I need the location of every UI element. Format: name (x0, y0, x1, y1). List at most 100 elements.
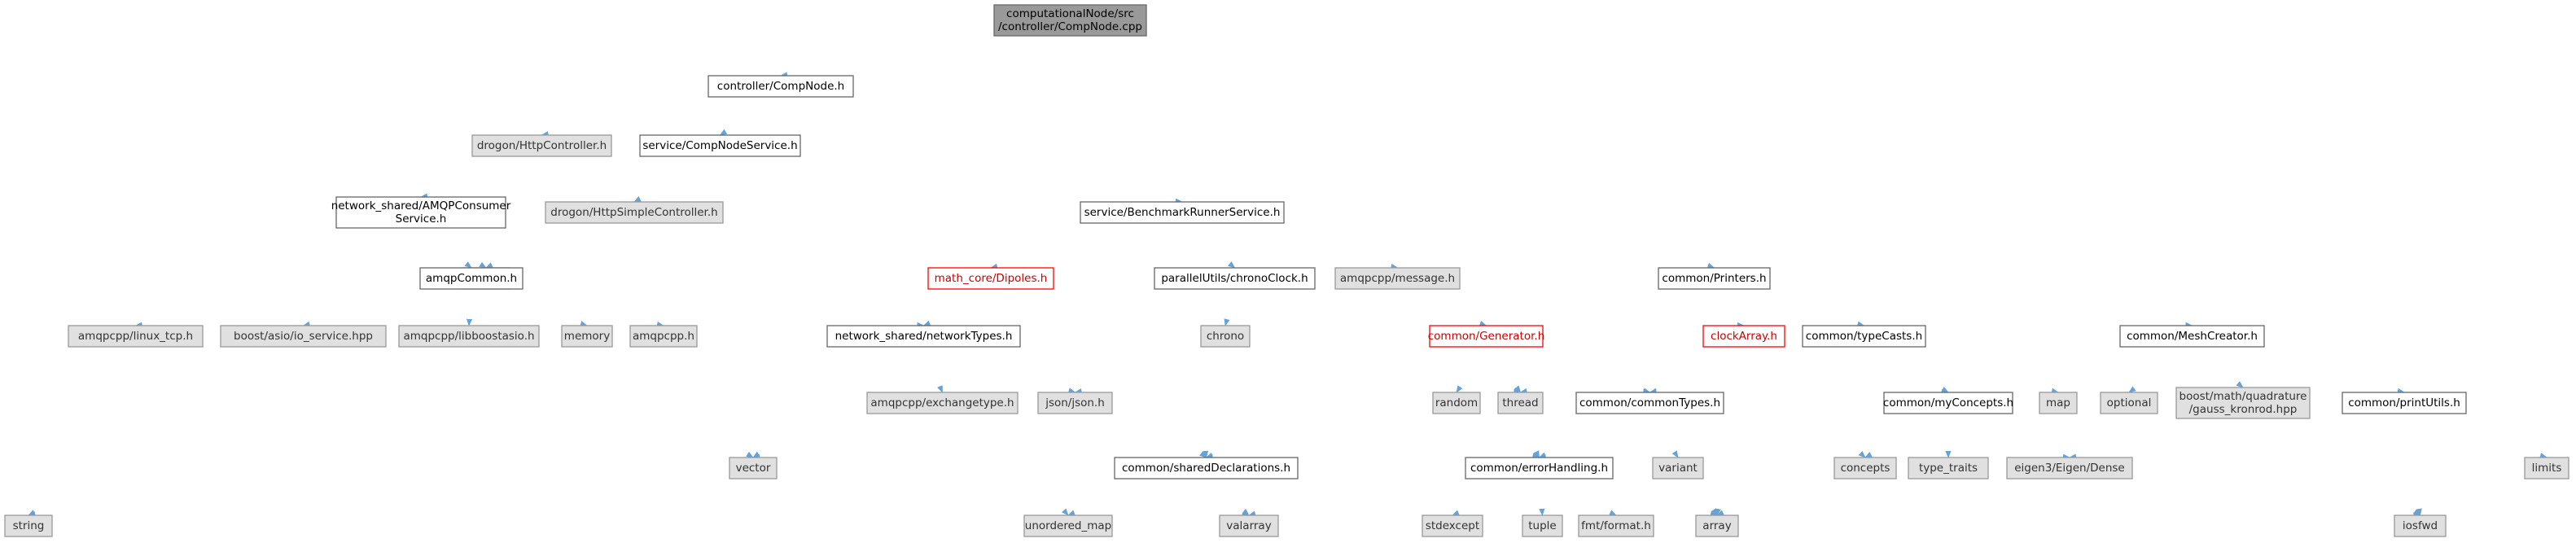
node-box (1497, 392, 1544, 414)
node-clockarray-h[interactable]: clockArray.h (1702, 325, 1785, 348)
node-amqpcommon-h[interactable]: amqpCommon.h (419, 267, 524, 290)
node-service-compnodeservice-h[interactable]: service/CompNodeService.h (639, 134, 801, 157)
node-network-shared-networktypes-h[interactable]: network_shared/networkTypes.h (826, 325, 1021, 348)
node-concepts[interactable]: concepts (1833, 457, 1897, 480)
node-label: common/myConcepts.h (1883, 396, 2013, 409)
node-chrono[interactable]: chrono (1200, 325, 1251, 348)
node-label: parallelUtils/chronoClock.h (1161, 272, 1308, 285)
node-json-json-h[interactable]: json/json.h (1037, 392, 1113, 414)
node-limits[interactable]: limits (2524, 457, 2569, 480)
node-boost-asio-io-service-hpp[interactable]: boost/asio/io_service.hpp (220, 325, 387, 348)
edge-networktypes-to-json (1067, 388, 1076, 394)
node-iosfwd[interactable]: iosfwd (2394, 515, 2447, 537)
node-controller-compnode-h[interactable]: controller/CompNode.h (708, 75, 854, 98)
edge-benchmark-to-printers (1707, 264, 1715, 270)
node-label: json/json.h (1045, 396, 1105, 409)
edge-root-to-printers (1706, 262, 1715, 269)
edge-compnode_h-to-drogon_http (541, 131, 550, 138)
node-label: map (2046, 396, 2070, 409)
node-label: drogon/HttpSimpleController.h (550, 206, 717, 219)
node-label: common/commonTypes.h (1579, 396, 1720, 409)
node-box (2100, 392, 2158, 414)
node-common-generator-h[interactable]: common/Generator.h (1428, 325, 1545, 348)
edge-amqpcommon-to-amqpcpp (656, 321, 664, 328)
edge-compnodeservice-to-drogon_simple (633, 196, 642, 203)
edge-amqpcommon-to-linux_tcp (134, 322, 142, 328)
node-label: network_shared/networkTypes.h (835, 330, 1013, 343)
node-box (866, 392, 1019, 414)
node-box (1334, 267, 1461, 290)
node-random[interactable]: random (1432, 392, 1481, 414)
edge-meshcreator-to-printutils (2397, 388, 2405, 394)
node-amqpcpp-libboostasio-h[interactable]: amqpcpp/libboostasio.h (398, 325, 540, 348)
node-common-shareddeclarations-h[interactable]: common/sharedDeclarations.h (1114, 457, 1299, 480)
node-variant[interactable]: variant (1652, 457, 1704, 480)
node-unordered-map[interactable]: unordered_map (1023, 515, 1113, 537)
node-computationalnode-src-controller-compnode-cpp[interactable]: computationalNode/src/controller/CompNod… (993, 4, 1147, 37)
edge-printers-to-json (1074, 388, 1083, 395)
node-box (2342, 392, 2467, 414)
edge-printutils-to-limits (2539, 453, 2548, 459)
node-box (1154, 267, 1316, 290)
node-amqpcpp-h[interactable]: amqpcpp.h (629, 325, 698, 348)
node-valarray[interactable]: valarray (1219, 515, 1279, 537)
node-label: boost/asio/io_service.hpp (234, 330, 373, 343)
node-box (1833, 457, 1897, 480)
node-common-errorhandling-h[interactable]: common/errorHandling.h (1465, 457, 1614, 480)
node-common-typecasts-h[interactable]: common/typeCasts.h (1802, 325, 1926, 348)
node-amqpcpp-message-h[interactable]: amqpcpp/message.h (1334, 267, 1461, 290)
node-string[interactable]: string (4, 515, 53, 537)
node-label: vector (736, 462, 771, 475)
node-amqpcpp-linux-tcp-h[interactable]: amqpcpp/linux_tcp.h (68, 325, 204, 348)
node-box (2394, 515, 2447, 537)
node-label: service/BenchmarkRunnerService.h (1084, 206, 1281, 219)
edge-shareddecl-to-string (28, 512, 36, 519)
node-box (335, 196, 506, 229)
edge-networktypes-to-commontypes (1643, 388, 1651, 396)
node-tuple[interactable]: tuple (1522, 515, 1563, 537)
node-box (1023, 515, 1113, 537)
node-box (2524, 457, 2569, 480)
node-box (561, 325, 613, 348)
edge-printutils-to-eigen (2069, 453, 2077, 460)
edge-root-to-compnode_h (780, 72, 788, 78)
node-label: common/Generator.h (1428, 330, 1545, 343)
node-label: clockArray.h (1711, 330, 1777, 343)
node-common-myconcepts-h[interactable]: common/myConcepts.h (1883, 392, 2013, 414)
edge-benchmark-to-amqpmessage (1390, 263, 1399, 269)
node-service-benchmarkrunnerservice-h[interactable]: service/BenchmarkRunnerService.h (1080, 201, 1285, 224)
node-array[interactable]: array (1695, 515, 1739, 537)
node-common-printutils-h[interactable]: common/printUtils.h (2342, 392, 2467, 414)
node-parallelutils-chronoclock-h[interactable]: parallelUtils/chronoClock.h (1154, 267, 1316, 290)
edge-commontypes-to-vector (752, 454, 760, 461)
node-label: controller/CompNode.h (717, 80, 844, 93)
node-label: concepts (1841, 462, 1890, 475)
node-map[interactable]: map (2039, 392, 2078, 414)
node-boost-math-quadrature-gauss-kronrod-hpp[interactable]: boost/math/quadrature/gauss_kronrod.hpp (2175, 387, 2311, 419)
node-drogon-httpcontroller-h[interactable]: drogon/HttpController.h (471, 134, 612, 157)
edge-errorhandling-to-fmt (1609, 510, 1617, 516)
edge-compnode_h-to-compnodeservice (719, 129, 728, 136)
node-common-printers-h[interactable]: common/Printers.h (1658, 267, 1771, 290)
node-thread[interactable]: thread (1497, 392, 1544, 414)
node-math-core-dipoles-h[interactable]: math_core/Dipoles.h (927, 267, 1054, 290)
node-memory[interactable]: memory (561, 325, 613, 348)
node-drogon-httpsimplecontroller-h[interactable]: drogon/HttpSimpleController.h (545, 201, 724, 224)
edge-clockarray-to-concepts (1858, 450, 1866, 458)
edge-typecasts-to-commontypes (1649, 388, 1658, 394)
node-fmt-format-h[interactable]: fmt/format.h (1578, 515, 1654, 537)
node-common-commontypes-h[interactable]: common/commonTypes.h (1575, 392, 1724, 414)
node-label: common/printUtils.h (2348, 396, 2460, 409)
node-eigen3-eigen-dense[interactable]: eigen3/Eigen/Dense (2006, 457, 2133, 480)
node-common-meshcreator-h[interactable]: common/MeshCreator.h (2119, 325, 2265, 348)
edge-amqpcommon-to-errorhandling (1531, 453, 1540, 460)
edge-amqpcommon-to-string (28, 510, 36, 516)
node-type-traits[interactable]: type_traits (1908, 457, 1989, 480)
node-vector[interactable]: vector (729, 457, 778, 480)
node-stdexcept[interactable]: stdexcept (1422, 515, 1483, 537)
node-optional[interactable]: optional (2100, 392, 2158, 414)
edge-printers-to-shareddecl (1205, 453, 1214, 458)
node-amqpcpp-exchangetype-h[interactable]: amqpcpp/exchangetype.h (866, 392, 1019, 414)
edge-compnodeservice-to-benchmark (1175, 198, 1183, 204)
